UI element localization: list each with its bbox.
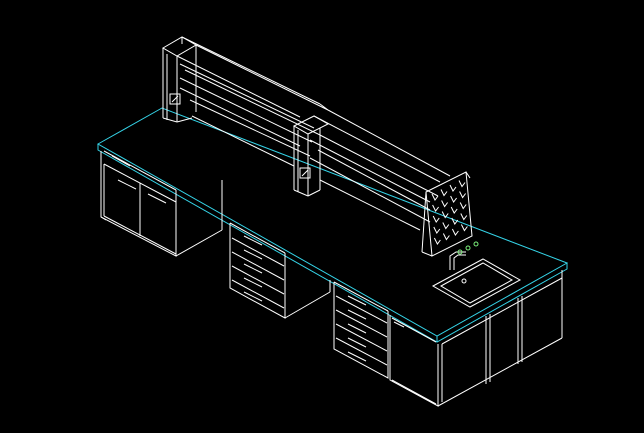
- rack-peg: [432, 215, 440, 223]
- rack-peg: [449, 184, 457, 192]
- rack-pegs: [431, 180, 468, 245]
- faucet: [449, 241, 479, 270]
- pegboard-rack: [421, 171, 473, 257]
- sink-cabinet: [389, 270, 563, 407]
- shelf-boards: [176, 36, 451, 231]
- sink-basin: [431, 258, 522, 308]
- rack-peg: [442, 233, 450, 241]
- rack-peg: [440, 189, 448, 197]
- rack-peg: [441, 200, 449, 208]
- rack-peg: [460, 224, 468, 232]
- rack-peg: [433, 237, 441, 245]
- rack-peg: [433, 226, 441, 234]
- rack-peg: [459, 191, 467, 199]
- rack-peg: [451, 228, 459, 236]
- rack-peg: [459, 202, 467, 210]
- shelf-left-tower: [161, 36, 198, 123]
- left-base-cabinet: [100, 150, 223, 257]
- rack-peg: [441, 211, 449, 219]
- shelf-mid-tower: [292, 115, 330, 197]
- worktop: [96, 107, 569, 343]
- rack-peg: [450, 206, 458, 214]
- middle-drawer-unit: [229, 222, 331, 319]
- rack-peg: [442, 222, 450, 230]
- rack-peg: [460, 213, 468, 221]
- rack-peg: [451, 217, 459, 225]
- rack-peg: [432, 204, 440, 212]
- right-drawer-unit: [333, 281, 389, 379]
- rack-peg: [431, 193, 439, 201]
- rack-peg: [458, 180, 466, 188]
- rack-peg: [450, 195, 458, 203]
